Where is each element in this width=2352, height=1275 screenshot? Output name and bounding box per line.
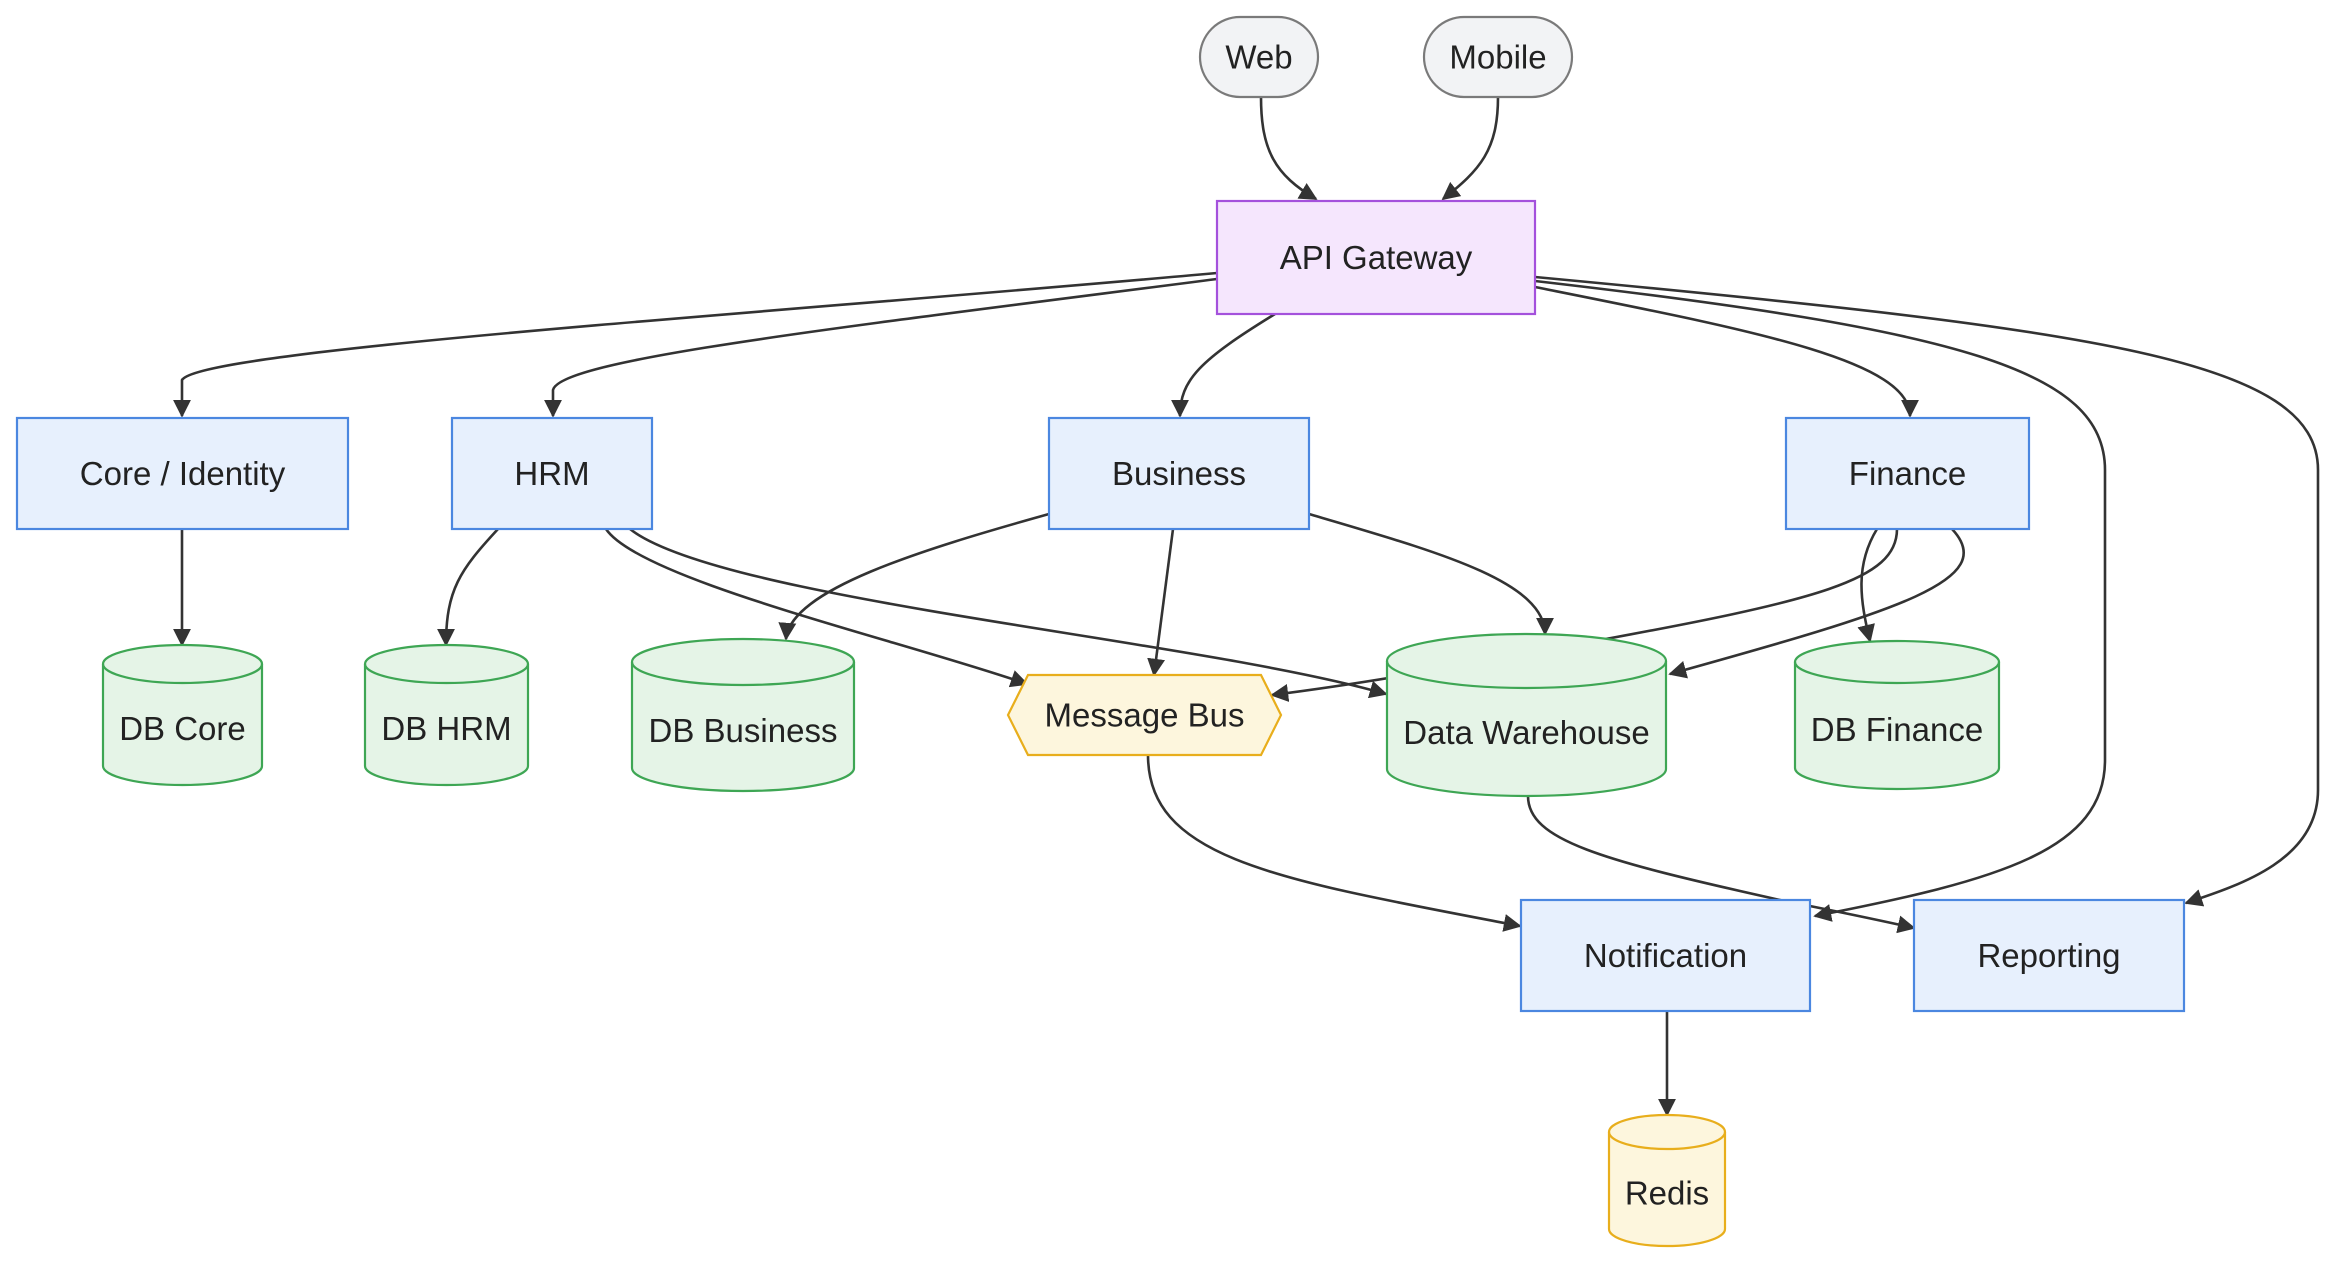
edge-api-gateway-to-reporting <box>1534 275 2320 907</box>
hrm-box <box>450 416 654 531</box>
node-notification[interactable]: Notification <box>1519 898 1812 1013</box>
finance-label: Finance <box>1849 455 1966 492</box>
edge-finance-to-db-finance <box>1857 528 1879 643</box>
edge-message-bus-to-notification <box>1146 754 1522 932</box>
node-core-identity[interactable]: Core / Identity <box>15 416 350 531</box>
node-db-core[interactable]: DB Core <box>101 643 264 787</box>
node-finance[interactable]: Finance <box>1784 416 2031 531</box>
edge-mobile-to-api-gateway <box>1441 96 1500 201</box>
node-db-finance[interactable]: DB Finance <box>1793 639 2001 791</box>
edge-api-gateway-to-finance <box>1534 285 1919 418</box>
db-business-cylinder-body <box>630 637 856 793</box>
data-warehouse-cylinder-body <box>1385 632 1668 798</box>
web-box <box>1198 15 1320 99</box>
edge-finance-to-data-warehouse <box>1668 528 1965 679</box>
message-bus-hexagon <box>1006 673 1283 757</box>
node-data-warehouse[interactable]: Data Warehouse <box>1385 632 1668 798</box>
node-reporting[interactable]: Reporting <box>1912 898 2186 1013</box>
core-identity-label: Core / Identity <box>80 455 286 492</box>
web-label: Web <box>1225 39 1292 76</box>
finance-box <box>1784 416 2031 531</box>
api-gateway-label: API Gateway <box>1280 239 1473 276</box>
db-finance-cylinder-body <box>1793 639 2001 791</box>
node-business[interactable]: Business <box>1047 416 1311 531</box>
mobile-box <box>1422 15 1574 99</box>
redis-cylinder-rim <box>1607 1131 1727 1151</box>
node-message-bus[interactable]: Message Bus <box>1006 673 1283 757</box>
core-identity-box <box>15 416 350 531</box>
edge-api-gateway-to-notification <box>1534 279 2107 922</box>
node-hrm[interactable]: HRM <box>450 416 654 531</box>
node-db-business[interactable]: DB Business <box>630 637 856 793</box>
edge-business-to-db-business <box>778 512 1050 641</box>
edge-business-to-data-warehouse <box>1308 512 1554 636</box>
db-core-cylinder-rim <box>101 663 264 685</box>
api-gateway-box <box>1215 199 1537 316</box>
db-hrm-label: DB HRM <box>381 710 511 747</box>
edge-hrm-to-message-bus <box>604 528 1029 688</box>
edges-layer <box>173 96 2320 1117</box>
db-business-cylinder-rim <box>630 661 856 687</box>
reporting-box <box>1912 898 2186 1013</box>
edge-data-warehouse-to-reporting <box>1526 795 1916 934</box>
node-db-hrm[interactable]: DB HRM <box>363 643 530 787</box>
edge-hrm-to-db-hrm <box>437 528 499 647</box>
business-label: Business <box>1112 455 1246 492</box>
edge-api-gateway-to-hrm <box>544 277 1218 418</box>
edge-business-to-message-bus <box>1147 528 1175 677</box>
hrm-label: HRM <box>514 455 589 492</box>
notification-label: Notification <box>1584 937 1747 974</box>
edge-api-gateway-to-business <box>1171 312 1276 418</box>
message-bus-label: Message Bus <box>1045 697 1245 734</box>
db-hrm-cylinder-rim <box>363 663 530 685</box>
edge-web-to-api-gateway <box>1259 96 1318 201</box>
db-finance-cylinder-rim <box>1793 661 2001 685</box>
edge-api-gateway-to-core-identity <box>173 271 1218 418</box>
notification-box <box>1519 898 1812 1013</box>
data-warehouse-cylinder-rim <box>1385 660 1668 690</box>
redis-label: Redis <box>1625 1175 1709 1212</box>
mobile-label: Mobile <box>1449 39 1546 76</box>
db-business-label: DB Business <box>649 712 838 749</box>
db-core-label: DB Core <box>119 710 246 747</box>
node-redis[interactable]: Redis <box>1607 1113 1727 1248</box>
node-web[interactable]: Web <box>1198 15 1320 99</box>
edge-hrm-to-data-warehouse <box>629 527 1388 699</box>
reporting-label: Reporting <box>1977 937 2120 974</box>
business-box <box>1047 416 1311 531</box>
data-warehouse-label: Data Warehouse <box>1403 714 1649 751</box>
node-api-gateway[interactable]: API Gateway <box>1215 199 1537 316</box>
db-finance-label: DB Finance <box>1811 711 1983 748</box>
node-mobile[interactable]: Mobile <box>1422 15 1574 99</box>
